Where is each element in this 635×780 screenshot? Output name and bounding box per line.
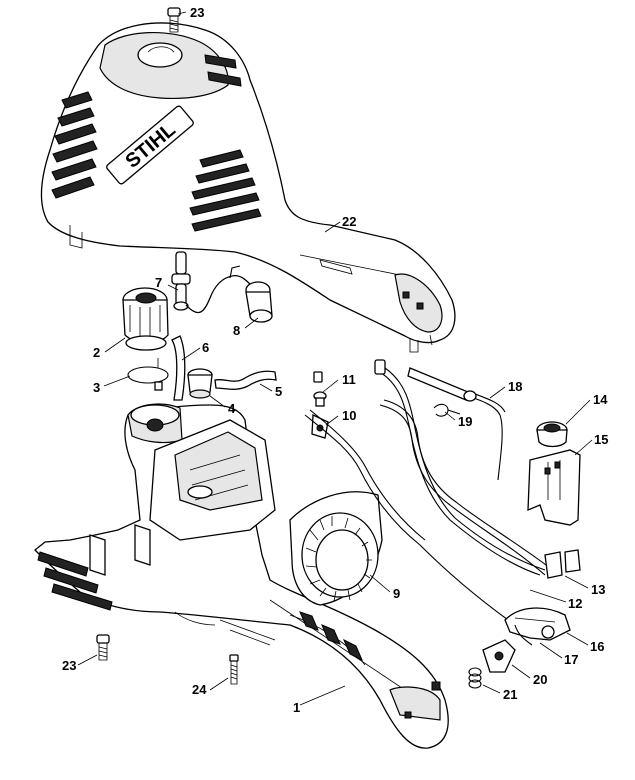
cover-vent-grille-right [189,149,262,232]
part-label-21: 21 [503,687,517,702]
part-label-23-bottom: 23 [62,658,76,673]
part-label-13: 13 [591,582,605,597]
hose-part-6 [171,335,186,401]
fan-cowl-part-9 [289,491,383,606]
throttle-cable-part-12 [304,359,546,626]
part-label-5: 5 [275,384,282,399]
part-label-20: 20 [533,672,547,687]
bracket-part-15 [527,449,581,526]
part-label-6: 6 [202,340,209,355]
trigger-part-16 [504,607,571,641]
screw-part-24 [229,654,239,685]
valve-part-4 [187,368,213,399]
part-label-9: 9 [393,586,400,601]
part-label-4: 4 [228,401,236,416]
part-label-12: 12 [568,596,582,611]
part-label-16: 16 [590,639,604,654]
screw-part-11 [313,371,327,407]
part-label-18: 18 [508,379,522,394]
part-label-19: 19 [458,414,472,429]
button-part-14 [536,421,568,448]
part-label-2: 2 [93,345,100,360]
switch-lead-part-13 [379,399,581,579]
screw-part-23-top [167,7,181,33]
spring-part-21 [468,667,482,689]
part-label-17: 17 [564,652,578,667]
part-label-15: 15 [594,432,608,447]
fuel-cap-part-2 [122,287,169,351]
part-labels: 1 2 3 4 5 6 7 8 9 10 11 12 13 14 15 16 1… [62,5,608,715]
hose-part-5 [214,370,277,390]
screw-part-23-bottom [96,634,110,661]
o-ring-part-3 [127,358,169,391]
cable-part-18 [407,367,506,481]
lever-part-20 [482,639,516,673]
part-label-23-top: 23 [190,5,204,20]
part-label-10: 10 [342,408,356,423]
lower-housing-vent-grille [37,551,113,611]
part-label-8: 8 [233,323,240,338]
cover-vent-grille-left [51,91,98,199]
part-label-22: 22 [342,214,356,229]
part-label-24: 24 [192,682,207,697]
fuel-filter-part-8 [245,281,273,323]
spring-clip-part-19 [433,403,461,417]
part-label-1: 1 [293,700,300,715]
fuel-fitting-part-7 [171,251,191,311]
part-label-14: 14 [593,392,608,407]
spring-part-17 [514,624,533,646]
part-label-11: 11 [342,372,356,387]
leader-lines [77,11,593,706]
engine-shroud-part-22: STIHL [40,22,456,353]
part-label-3: 3 [93,380,100,395]
part-label-7: 7 [155,275,162,290]
lower-housing-part-1 [34,403,449,749]
